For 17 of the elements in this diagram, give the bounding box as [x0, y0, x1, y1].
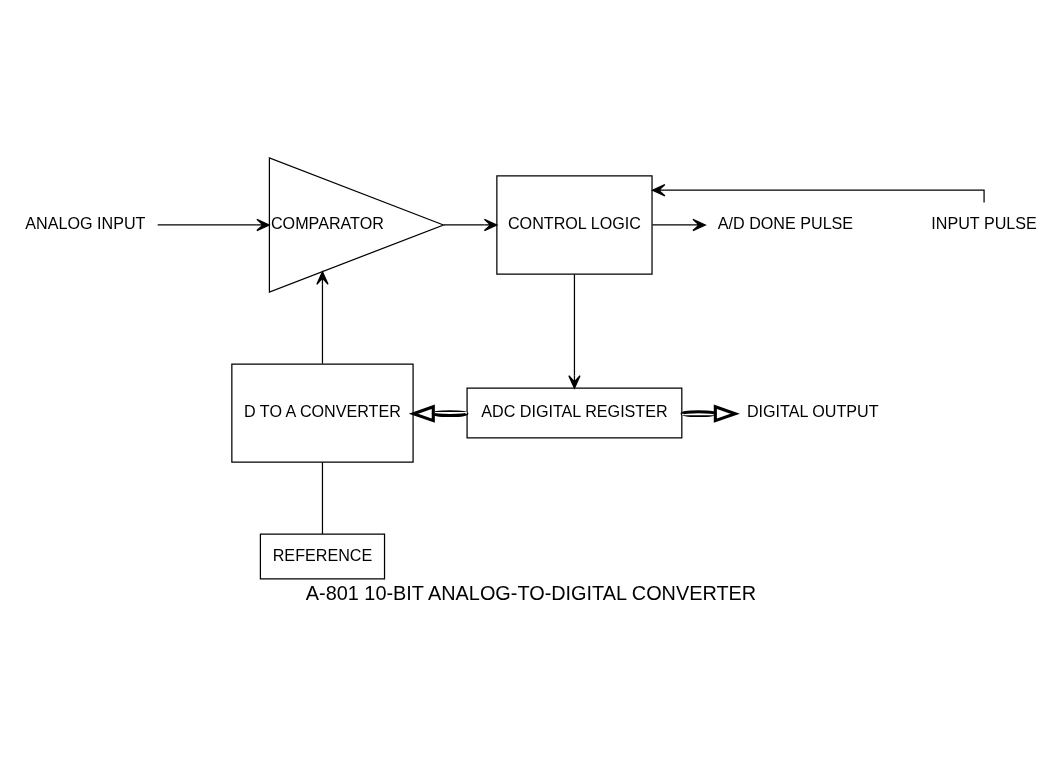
arrow — [651, 218, 706, 232]
node-text: ANALOG INPUT — [25, 214, 146, 233]
node-box: CONTROL LOGIC — [496, 175, 653, 275]
node-text: INPUT PULSE — [931, 214, 1037, 233]
node-box: REFERENCE — [259, 533, 386, 580]
node-box: D TO A CONVERTER — [231, 363, 414, 463]
arrow — [443, 218, 498, 232]
arrow — [681, 404, 740, 423]
node-text: DIGITAL OUTPUT — [746, 402, 879, 421]
node-text: A/D DONE PULSE — [717, 214, 854, 233]
arrow — [568, 273, 581, 389]
arrow — [157, 218, 270, 232]
caption: A-801 10-BIT ANALOG-TO-DIGITAL CONVERTER — [305, 581, 757, 604]
node-box: ADC DIGITAL REGISTER — [466, 387, 683, 439]
arrow — [408, 404, 468, 423]
connector — [321, 461, 324, 535]
arrow — [316, 271, 329, 365]
